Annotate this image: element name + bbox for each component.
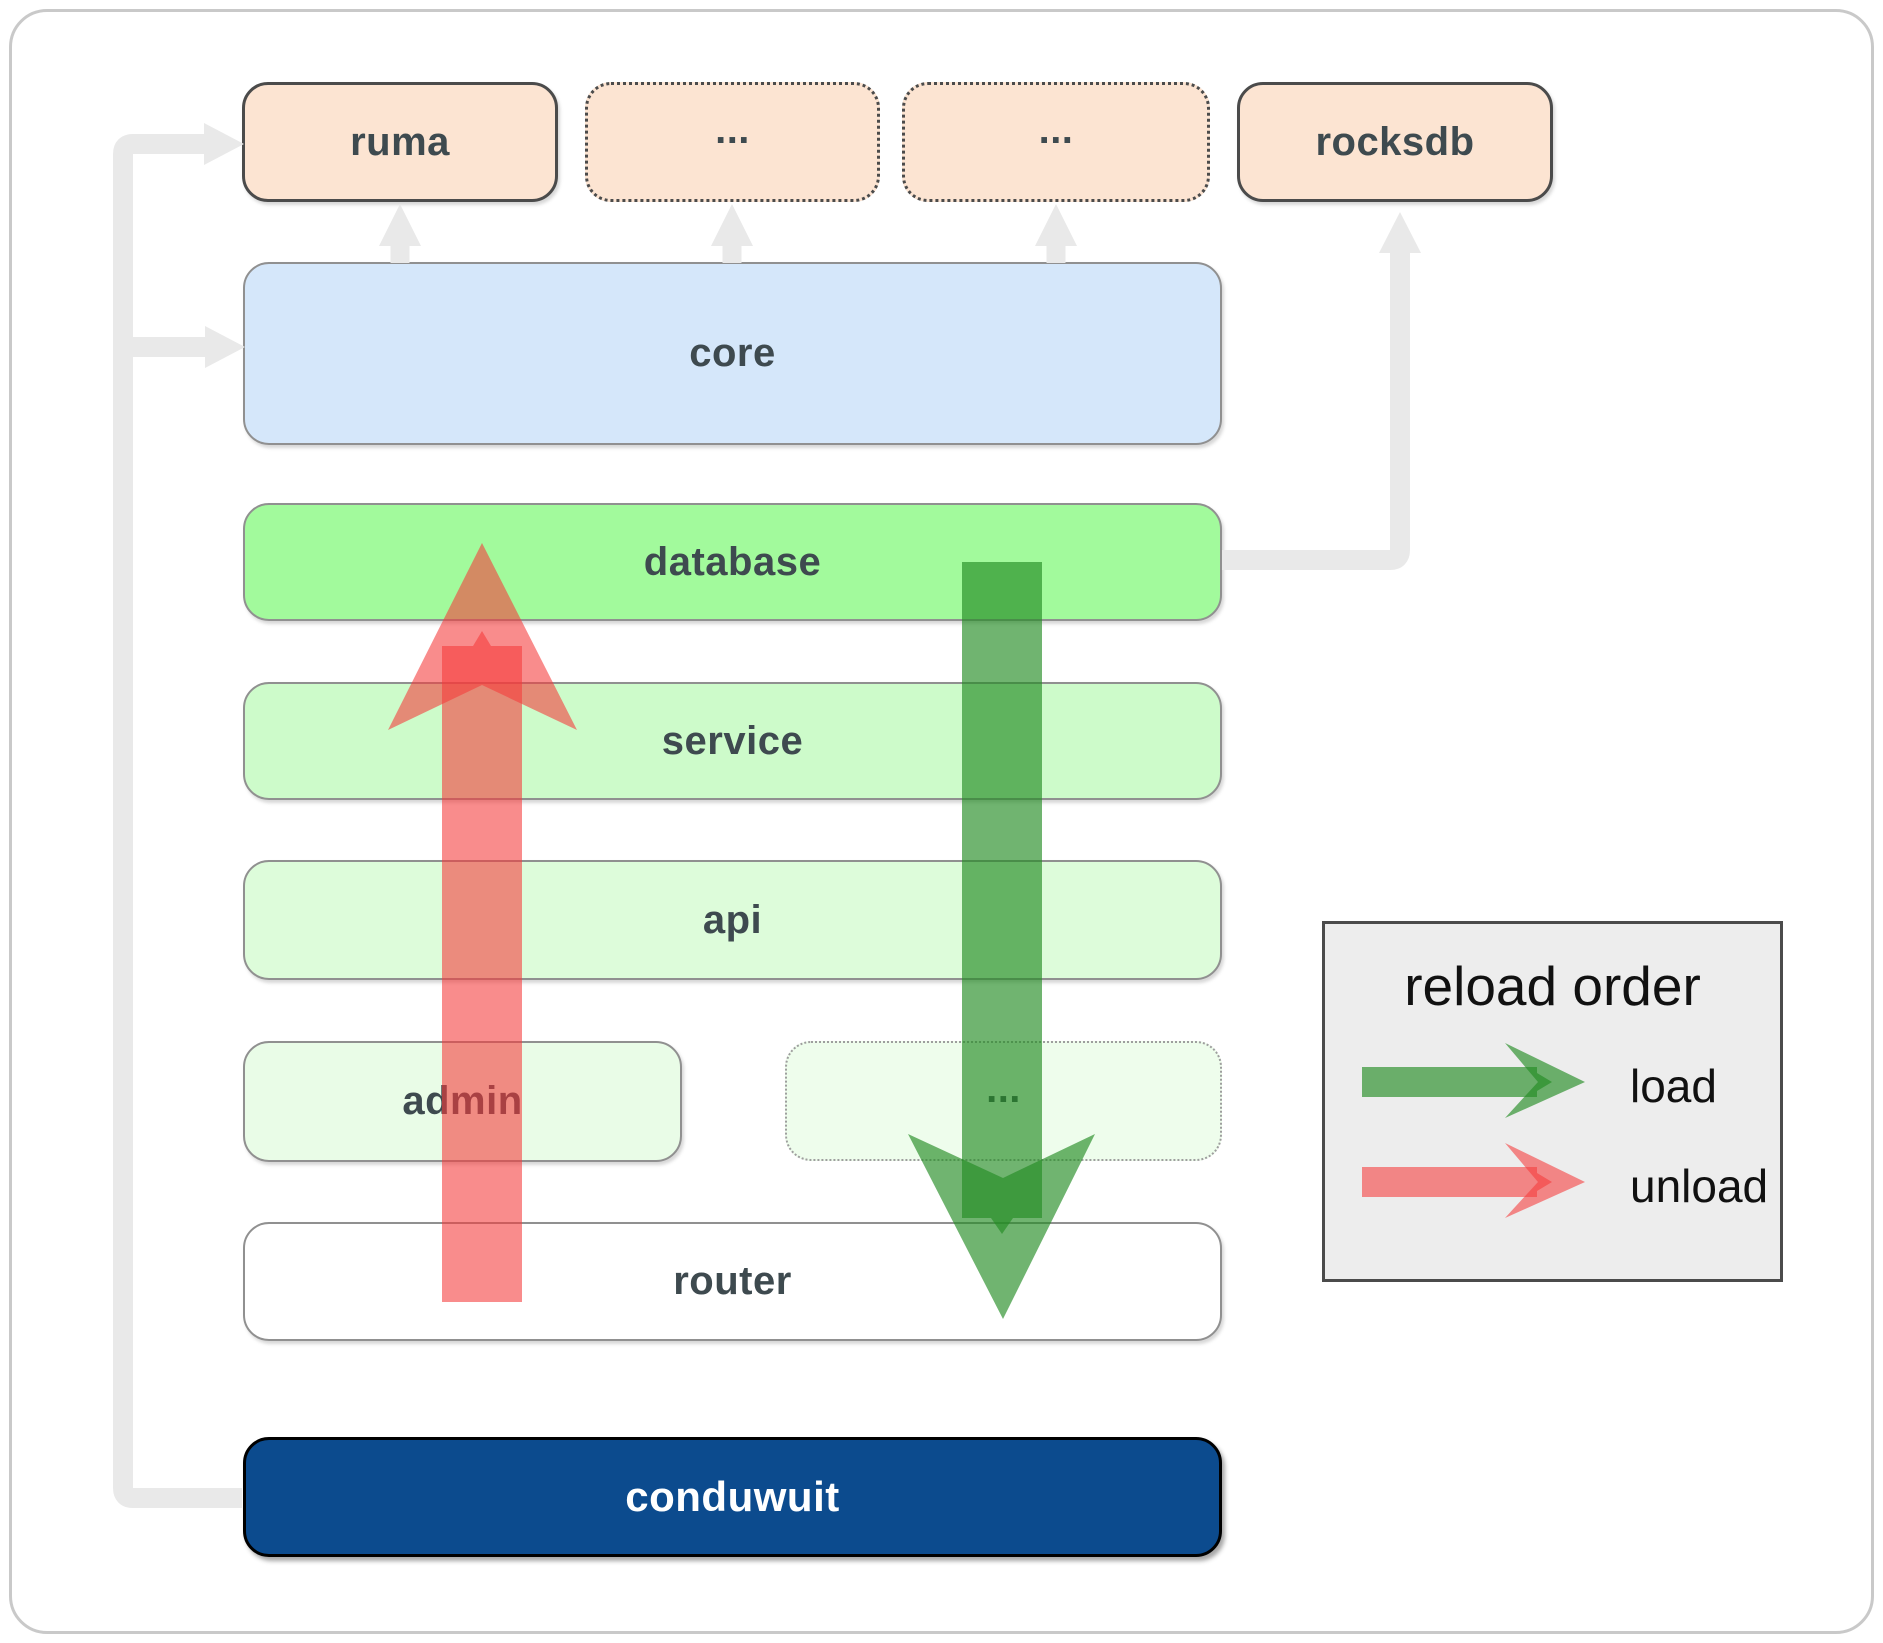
module-box-rocksdb: rocksdb <box>1237 82 1553 202</box>
legend-title: reload order <box>1404 955 1701 1017</box>
layer-box-api: api <box>243 860 1222 980</box>
layer-box-core: core <box>243 262 1222 445</box>
legend-label-unload: unload <box>1630 1160 1769 1212</box>
box-admin-ellipsis: ... <box>785 1041 1222 1161</box>
layer-label-api: api <box>702 897 763 942</box>
layer-label-service: service <box>661 718 804 763</box>
layer-box-router: router <box>243 1222 1222 1341</box>
layer-label-core: core <box>689 331 776 375</box>
layer-box-service: service <box>243 682 1222 800</box>
module-box-ruma: ruma <box>242 82 558 202</box>
layer-label-database: database <box>643 539 822 584</box>
diagram-border <box>9 9 1874 1634</box>
layer-label-router: router <box>673 1259 792 1303</box>
module-label-ellipsis-1: ... <box>715 107 750 152</box>
app-label-conduwuit: conduwuit <box>625 1473 840 1520</box>
label-admin: admin <box>402 1079 523 1123</box>
module-box-ellipsis-1: ... <box>585 82 880 202</box>
app-box-conduwuit: conduwuit <box>243 1437 1222 1557</box>
module-label-ruma: ruma <box>350 119 450 164</box>
module-label-ellipsis-2: ... <box>1038 107 1074 152</box>
legend-label-load: load <box>1630 1060 1717 1112</box>
layer-box-database: database <box>243 503 1222 621</box>
box-admin: admin <box>243 1041 682 1162</box>
module-box-ellipsis-2: ... <box>902 82 1210 202</box>
module-label-rocksdb: rocksdb <box>1315 119 1475 164</box>
legend-box: reload order load unload <box>1322 921 1783 1282</box>
label-admin-ellipsis: ... <box>986 1066 1021 1111</box>
